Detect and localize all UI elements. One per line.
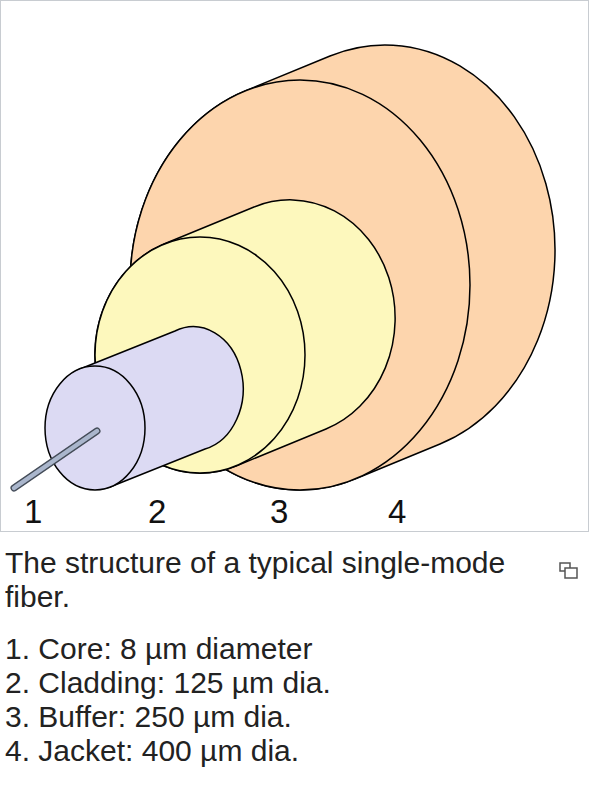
- core-fiber: [14, 431, 97, 488]
- callout-number: 2: [148, 494, 166, 530]
- legend-item: 3. Buffer: 250 µm dia.: [5, 700, 292, 734]
- callout-number: 4: [388, 494, 406, 530]
- core-outline: [14, 431, 97, 488]
- legend-item: 1. Core: 8 µm diameter: [5, 632, 312, 666]
- cladding-face: [45, 366, 145, 490]
- image-frame: [1, 1, 589, 532]
- enlarge-icon: [560, 563, 577, 578]
- legend-item: 2. Cladding: 125 µm dia.: [5, 666, 331, 700]
- callout-number: 3: [270, 494, 288, 530]
- callout-number: 1: [24, 494, 42, 530]
- legend-item: 4. Jacket: 400 µm dia.: [5, 734, 299, 768]
- figure-caption: The structure of a typical single-mode f…: [5, 546, 550, 614]
